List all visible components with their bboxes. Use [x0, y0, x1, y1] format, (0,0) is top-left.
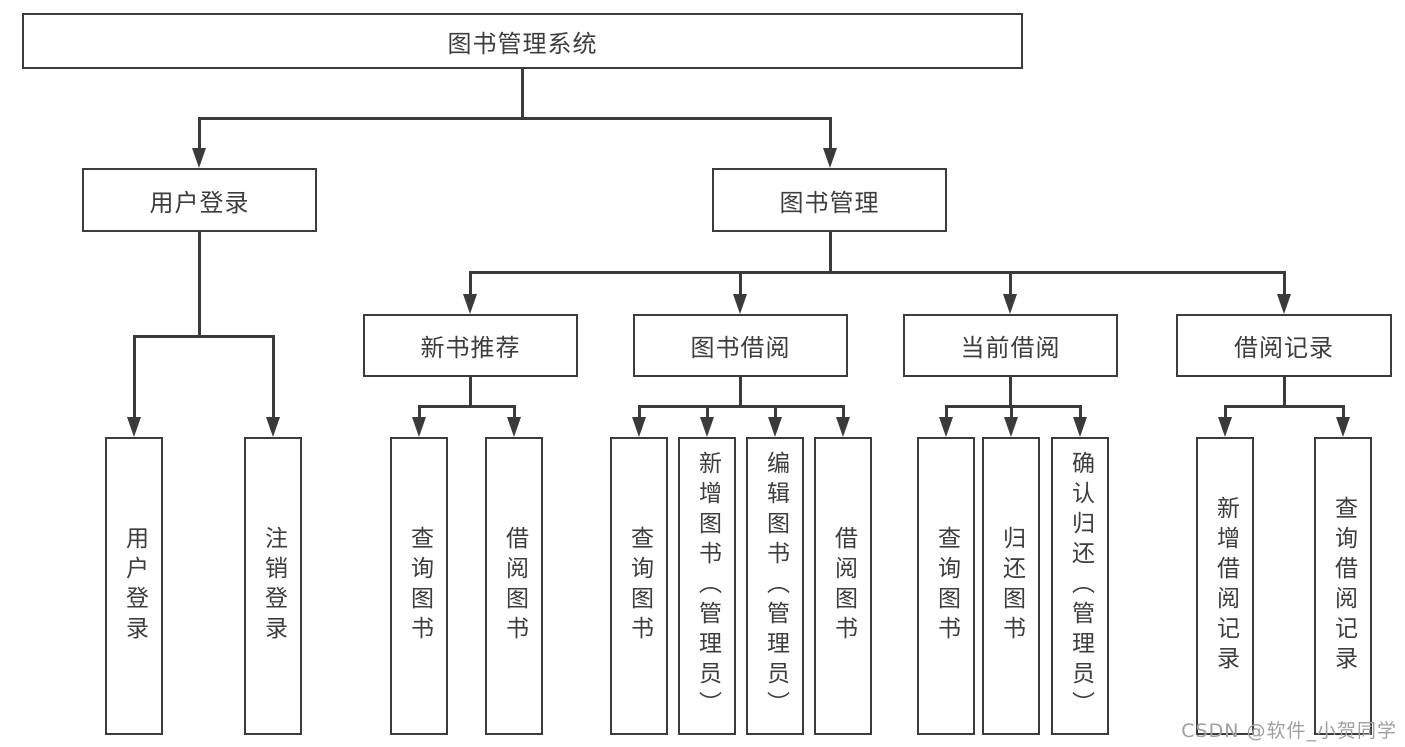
- arrow-down-icon: [1336, 417, 1350, 437]
- leaf-edit-book-admin: 编辑图书（管理员）: [746, 437, 804, 735]
- node-label: 确认归还（管理员）: [1067, 451, 1094, 721]
- node-label: 用户登录: [149, 188, 250, 217]
- csdn-watermark: CSDN @软件_小贺同学: [1181, 720, 1397, 742]
- arrow-down-icon: [836, 417, 850, 437]
- connector-line: [829, 232, 832, 273]
- arrow-down-icon: [412, 417, 426, 437]
- connector-line: [774, 405, 777, 420]
- connector-line: [198, 117, 201, 153]
- arrow-down-icon: [1004, 417, 1018, 437]
- connector-line: [469, 377, 472, 407]
- connector-line: [638, 405, 641, 420]
- connector-line: [272, 335, 275, 421]
- node-label: 新增借阅记录: [1212, 496, 1239, 676]
- node-root-library-system: 图书管理系统: [22, 13, 1023, 69]
- connector-line: [1224, 405, 1227, 420]
- leaf-add-borrow-record: 新增借阅记录: [1196, 437, 1254, 735]
- leaf-logout: 注销登录: [244, 437, 302, 735]
- leaf-query-book-recommend: 查询图书: [390, 437, 448, 735]
- connector-line: [829, 117, 832, 153]
- connector-line: [1224, 405, 1345, 408]
- arrow-down-icon: [733, 294, 747, 314]
- connector-line: [1283, 377, 1286, 407]
- node-current-borrow: 当前借阅: [903, 314, 1118, 377]
- leaf-return-book: 归还图书: [982, 437, 1040, 735]
- node-label: 图书管理系统: [447, 29, 598, 58]
- connector-line: [1079, 405, 1082, 420]
- node-user-login: 用户登录: [82, 168, 317, 232]
- connector-line: [133, 335, 136, 421]
- leaf-confirm-return-admin: 确认归还（管理员）: [1051, 437, 1109, 735]
- node-label: 查询图书: [406, 526, 433, 646]
- connector-line: [469, 271, 1286, 274]
- node-label: 当前借阅: [960, 334, 1061, 362]
- leaf-query-book-borrow: 查询图书: [610, 437, 668, 735]
- arrow-down-icon: [1003, 294, 1017, 314]
- node-label: 查询图书: [933, 526, 960, 646]
- connector-line: [706, 405, 709, 420]
- node-book-management: 图书管理: [712, 168, 947, 232]
- connector-line: [1010, 405, 1013, 420]
- connector-line: [945, 405, 1082, 408]
- leaf-add-book-admin: 新增图书（管理员）: [678, 437, 736, 735]
- connector-line: [739, 271, 742, 297]
- connector-line: [133, 335, 275, 338]
- node-label: 归还图书: [998, 526, 1025, 646]
- arrow-down-icon: [192, 148, 206, 168]
- connector-line: [521, 68, 524, 119]
- arrow-down-icon: [939, 417, 953, 437]
- connector-line: [418, 405, 421, 420]
- arrow-down-icon: [463, 294, 477, 314]
- leaf-query-borrow-record: 查询借阅记录: [1314, 437, 1372, 735]
- node-label: 图书管理: [779, 188, 880, 217]
- node-label: 图书借阅: [690, 334, 791, 362]
- leaf-borrow-book-recommend: 借阅图书: [485, 437, 543, 735]
- node-label: 查询图书: [626, 526, 653, 646]
- node-label: 借阅记录: [1234, 334, 1334, 362]
- connector-line: [1009, 271, 1012, 297]
- node-label: 查询借阅记录: [1330, 496, 1357, 676]
- connector-line: [638, 405, 845, 408]
- node-label: 注销登录: [260, 526, 287, 646]
- node-label: 借阅图书: [501, 526, 528, 646]
- connector-line: [842, 405, 845, 420]
- node-borrow-record: 借阅记录: [1176, 314, 1392, 377]
- connector-line: [198, 117, 832, 120]
- arrow-down-icon: [823, 148, 837, 168]
- connector-line: [945, 405, 948, 420]
- connector-line: [469, 271, 472, 297]
- connector-line: [1283, 271, 1286, 297]
- node-label: 借阅图书: [830, 526, 857, 646]
- arrow-down-icon: [507, 417, 521, 437]
- node-label: 新增图书（管理员）: [694, 451, 721, 721]
- connector-line: [1342, 405, 1345, 420]
- connector-line: [198, 232, 201, 337]
- arrow-down-icon: [127, 417, 141, 437]
- node-book-borrow: 图书借阅: [633, 314, 848, 377]
- node-label: 用户登录: [121, 526, 148, 646]
- node-new-book-recommend: 新书推荐: [363, 314, 578, 377]
- arrow-down-icon: [768, 417, 782, 437]
- node-label: 新书推荐: [420, 334, 521, 362]
- arrow-down-icon: [1277, 294, 1291, 314]
- arrow-down-icon: [1073, 417, 1087, 437]
- leaf-user-login: 用户登录: [105, 437, 163, 735]
- node-label: 编辑图书（管理员）: [762, 451, 789, 721]
- connector-line: [1009, 377, 1012, 407]
- leaf-borrow-book: 借阅图书: [814, 437, 872, 735]
- arrow-down-icon: [1218, 417, 1232, 437]
- arrow-down-icon: [632, 417, 646, 437]
- connector-line: [418, 405, 516, 408]
- connector-line: [739, 377, 742, 407]
- arrow-down-icon: [700, 417, 714, 437]
- arrow-down-icon: [266, 417, 280, 437]
- connector-line: [513, 405, 516, 420]
- leaf-query-book-current: 查询图书: [917, 437, 975, 735]
